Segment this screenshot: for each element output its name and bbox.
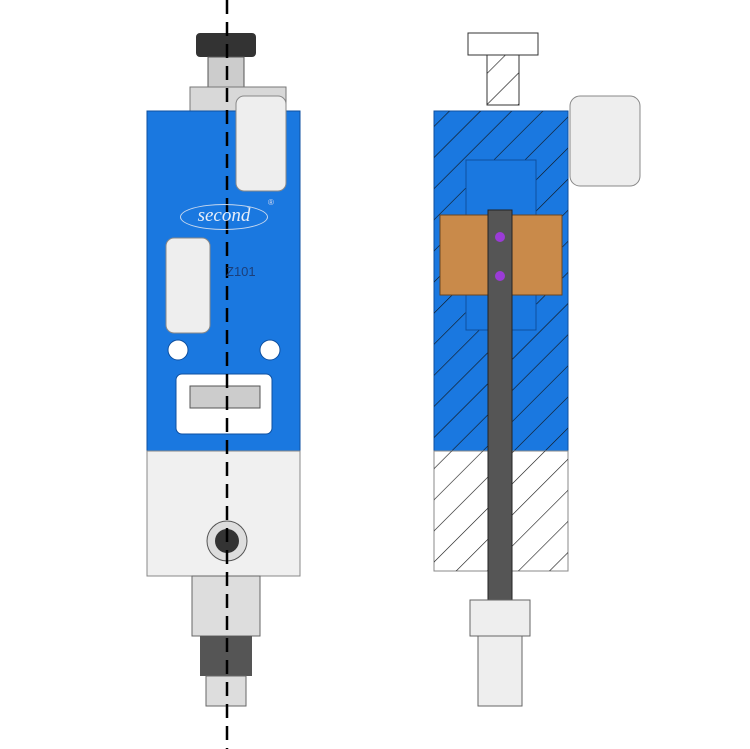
elbow-fitting bbox=[569, 95, 641, 187]
mount-hole bbox=[259, 339, 281, 361]
model-label: Z101 bbox=[226, 264, 256, 279]
external-view bbox=[146, 0, 301, 749]
registered-mark: ® bbox=[268, 198, 274, 207]
section-view bbox=[433, 32, 641, 707]
air-fitting-side bbox=[165, 237, 211, 334]
brand-logo: second bbox=[180, 204, 268, 230]
needle-rod bbox=[487, 209, 513, 611]
nozzle bbox=[477, 635, 523, 707]
air-fitting-top bbox=[235, 95, 287, 192]
mount-hole bbox=[167, 339, 189, 361]
